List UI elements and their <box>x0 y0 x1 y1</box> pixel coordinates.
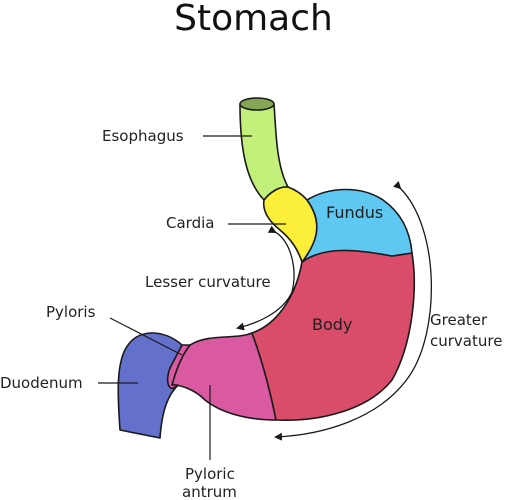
diagram-title: Stomach <box>174 0 333 39</box>
body-region <box>251 249 416 422</box>
lesser-curvature-label: Lesser curvature <box>145 273 271 291</box>
greater-curvature-label-line2: curvature <box>430 332 502 350</box>
greater-curvature-arrow <box>274 180 433 441</box>
esophagus-label: Esophagus <box>102 127 184 145</box>
fundus-region <box>301 188 413 263</box>
pyloric-antrum-label-line2: antrum <box>182 483 237 500</box>
pyloric-antrum-label-line1: Pyloric <box>185 465 235 483</box>
cardia-label: Cardia <box>166 214 214 232</box>
duodenum-region <box>117 332 183 439</box>
esophagus-opening <box>239 97 275 111</box>
duodenum-label: Duodenum <box>0 374 83 392</box>
fundus-label: Fundus <box>326 203 383 222</box>
pyloris-leader <box>109 317 183 356</box>
greater-curvature-label-line1: Greater <box>430 311 488 329</box>
body-label: Body <box>312 315 352 334</box>
pyloris-label: Pyloris <box>46 303 96 321</box>
esophagus-region <box>239 103 289 201</box>
pyloris-region <box>166 344 191 390</box>
